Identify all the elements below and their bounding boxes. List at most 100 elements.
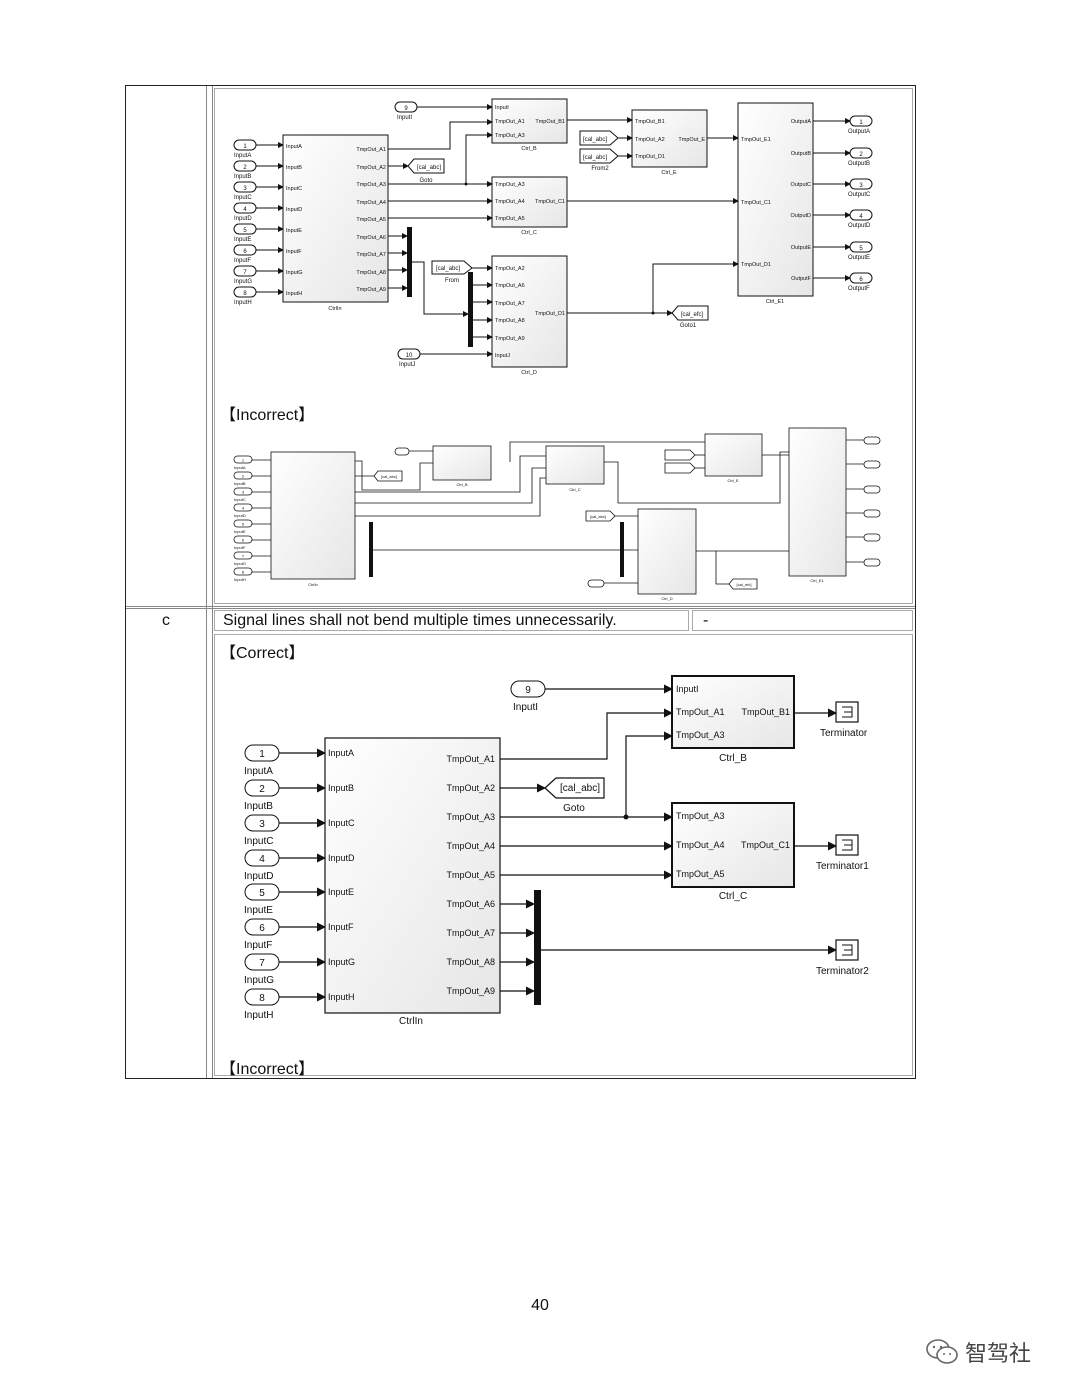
svg-text:InputB: InputB (234, 174, 251, 180)
svg-text:InputE: InputE (244, 905, 273, 916)
svg-text:TmpOut_B1: TmpOut_B1 (535, 119, 565, 125)
svg-text:OutputD: OutputD (791, 213, 812, 219)
mux-bar-small (369, 522, 373, 577)
svg-text:TmpOut_A5: TmpOut_A5 (446, 870, 495, 880)
svg-text:2: 2 (859, 152, 863, 158)
svg-text:InputG: InputG (244, 975, 274, 986)
junction-dot (651, 311, 655, 315)
svg-text:OutputF: OutputF (791, 276, 812, 282)
mux-bar-small (620, 522, 624, 577)
ctrl-c-block-c: TmpOut_A3 TmpOut_A4 TmpOut_A5 TmpOut_C1 … (671, 802, 795, 902)
svg-text:4: 4 (859, 214, 863, 220)
svg-text:1: 1 (243, 144, 247, 150)
row-id: c (162, 612, 170, 629)
ctrl-e-block: TmpOut_B1 TmpOut_A2 TmpOut_D1 TmpOut_E C… (631, 109, 708, 176)
incorrect-label-top: 【Incorrect】 (220, 407, 315, 424)
svg-text:InputD: InputD (234, 513, 246, 518)
svg-text:InputG: InputG (286, 270, 303, 276)
svg-text:2: 2 (243, 165, 247, 171)
svg-text:OutputC: OutputC (848, 192, 871, 198)
rule-text: Signal lines shall not bend multiple tim… (223, 612, 617, 629)
ctrl-d-name-small: Ctrl_D (661, 596, 672, 601)
svg-text:InputJ: InputJ (495, 353, 510, 359)
svg-text:TmpOut_A3: TmpOut_A3 (676, 811, 725, 821)
svg-text:InputH: InputH (328, 992, 355, 1002)
ctrl-b-block-c: InputI TmpOut_A1 TmpOut_A3 TmpOut_B1 Ctr… (671, 675, 795, 764)
from-tag-text-small: [cal_abc] (590, 514, 606, 519)
svg-text:TmpOut_C1: TmpOut_C1 (535, 199, 565, 205)
svg-text:InputI: InputI (397, 115, 412, 121)
svg-text:InputD: InputD (244, 871, 273, 882)
svg-text:Ctrl_D: Ctrl_D (521, 370, 537, 376)
svg-text:TmpOut_A3: TmpOut_A3 (495, 182, 525, 188)
svg-text:2: 2 (259, 784, 265, 795)
svg-text:OutputD: OutputD (848, 223, 871, 229)
svg-text:6: 6 (242, 538, 245, 543)
svg-text:Terminator2: Terminator2 (816, 966, 869, 977)
svg-text:9: 9 (404, 106, 408, 112)
svg-text:3: 3 (243, 186, 247, 192)
svg-text:Terminator: Terminator (820, 728, 868, 739)
svg-text:TmpOut_A2: TmpOut_A2 (635, 137, 665, 143)
inport-inputi-c: 9 InputI (510, 680, 546, 713)
svg-text:TmpOut_A5: TmpOut_A5 (676, 869, 725, 879)
svg-text:Goto: Goto (563, 803, 585, 814)
goto1-tag: [cal_efc] Goto1 (671, 305, 709, 329)
svg-text:InputG: InputG (234, 279, 252, 285)
ctrl-e1-block: TmpOut_E1 TmpOut_C1 TmpOut_D1 OutputA Ou… (737, 102, 814, 305)
svg-text:TmpOut_A5: TmpOut_A5 (495, 216, 525, 222)
mux-bar (468, 272, 473, 347)
svg-text:TmpOut_A8: TmpOut_A8 (495, 318, 525, 324)
ctrl-e-name-small: Ctrl_E (727, 478, 738, 483)
from-tag: [cal_abc] From (431, 260, 473, 284)
watermark-text: 智驾社 (965, 1341, 1032, 1366)
svg-text:InputG: InputG (234, 561, 246, 566)
svg-text:TmpOut_C1: TmpOut_C1 (741, 200, 771, 206)
svg-text:OutputE: OutputE (791, 245, 812, 251)
svg-text:TmpOut_D1: TmpOut_D1 (741, 262, 771, 268)
svg-text:From: From (445, 278, 459, 284)
svg-text:TmpOut_A1: TmpOut_A1 (356, 147, 386, 153)
svg-text:OutputC: OutputC (791, 182, 812, 188)
svg-text:InputF: InputF (234, 545, 246, 550)
svg-text:InputE: InputE (234, 237, 251, 243)
svg-text:5: 5 (243, 228, 247, 234)
svg-text:Terminator1: Terminator1 (816, 861, 869, 872)
svg-text:TmpOut_A5: TmpOut_A5 (356, 217, 386, 223)
wechat-icon (926, 1339, 958, 1364)
column-divider (212, 86, 213, 1078)
svg-text:Ctrl_C: Ctrl_C (719, 891, 747, 902)
svg-text:TmpOut_A3: TmpOut_A3 (356, 182, 386, 188)
svg-text:TmpOut_D1: TmpOut_D1 (535, 311, 565, 317)
svg-text:InputD: InputD (234, 216, 252, 222)
svg-text:7: 7 (242, 554, 245, 559)
incorrect-label-bottom: 【Incorrect】 (220, 1061, 315, 1078)
svg-text:5: 5 (859, 246, 863, 252)
svg-text:Ctrl_C: Ctrl_C (521, 230, 537, 236)
svg-text:InputA: InputA (286, 144, 302, 150)
signal-lines-bottom (500, 684, 837, 996)
svg-text:TmpOut_A2: TmpOut_A2 (446, 783, 495, 793)
diagram-incorrect-top: 1 2 3 4 5 6 7 8 InputA InputB InputC Inp… (233, 427, 881, 601)
ctrlin-block: InputA InputB InputC InputD InputE Input… (282, 134, 389, 312)
svg-text:InputF: InputF (328, 922, 354, 932)
svg-text:InputB: InputB (328, 783, 354, 793)
svg-text:TmpOut_D1: TmpOut_D1 (635, 154, 665, 160)
row-divider (126, 606, 915, 607)
svg-text:InputA: InputA (234, 465, 246, 470)
svg-text:TmpOut_A6: TmpOut_A6 (495, 283, 525, 289)
svg-text:TmpOut_E1: TmpOut_E1 (741, 137, 771, 143)
